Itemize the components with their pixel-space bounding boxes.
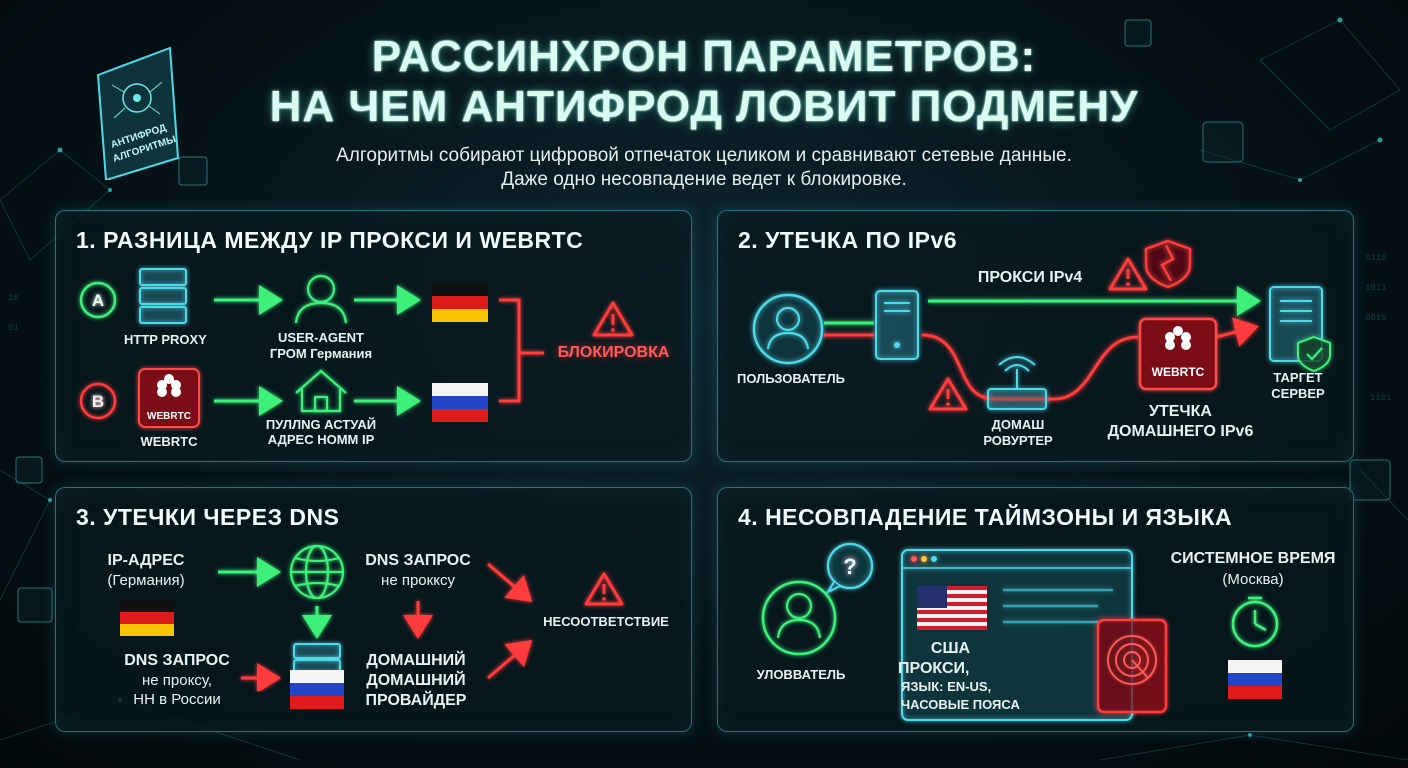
warning-icon	[928, 377, 968, 411]
system-time-label-l1: СИСТЕМНОЕ ВРЕМЯ	[1170, 550, 1336, 567]
dns2-label-l2: не проксу,	[142, 672, 212, 689]
router-label-l2: РОВУРТЕР	[983, 433, 1053, 448]
russia-flag-icon	[1228, 660, 1282, 699]
server-stack-icon	[139, 268, 187, 324]
leak-label-l2: ДОМАШНЕГО IPv6	[1107, 423, 1254, 440]
user-avatar-icon	[761, 580, 837, 656]
row-a-label: A	[92, 291, 104, 310]
panel3-title: 3. УТЕЧКИ ЧЕРЕЗ DNS	[76, 504, 340, 530]
row-b-label: B	[92, 392, 104, 411]
page-title-line1: РАССИНХРОН ПАРАМЕТРОВ:	[371, 32, 1037, 81]
webrtc-logo-icon	[1138, 317, 1218, 391]
warning-icon	[592, 301, 634, 337]
panel2-diagram: WEBRTC	[752, 239, 1331, 411]
user-agent-label-l1: USER-AGENT	[278, 330, 364, 345]
svg-text:0010: 0010	[1365, 313, 1387, 323]
panel-timezone-language-mismatch: 4. НЕСОВПАДЕНИЕ ТАЙМЗОНЫ И ЯЗЫКА ?	[717, 487, 1354, 732]
usa-label-l2: ПРОКСИ,	[898, 660, 970, 677]
proxy-ipv4-label: ПРОКСИ IPv4	[977, 269, 1083, 286]
home-label-l3: ПРОВАЙДЕР	[365, 692, 467, 709]
user-label: ПОЛЬЗОВАТЕЛЬ	[737, 371, 845, 386]
svg-text:1101: 1101	[1370, 393, 1392, 403]
clock-icon	[1231, 596, 1279, 648]
svg-text:0110: 0110	[1365, 253, 1387, 263]
webrtc-logo-icon	[138, 368, 200, 428]
user-icon	[294, 274, 348, 324]
warning-icon	[1108, 257, 1148, 291]
usa-label-l3: ЯЗЫК: EN-US,	[901, 679, 992, 694]
subtitle-line1: Алгоритмы собирают цифровой отпечаток це…	[336, 145, 1072, 166]
subtitle-line2: Даже одно несовпадение ведет к блокировк…	[501, 169, 907, 190]
question-bubble-icon: ?	[825, 542, 874, 595]
panel1-diagram: A B WEBRTC	[79, 268, 634, 428]
panel-dns-leaks: 3. УТЕЧКИ ЧЕРЕЗ DNS	[55, 487, 692, 732]
system-time-label-l2: (Москва)	[1222, 571, 1284, 588]
dns-request-label-l2: не прокксу	[381, 572, 455, 589]
block-label: БЛОКИРОВКА	[557, 344, 670, 361]
home-label-l1: ДОМАШНИЙ	[366, 652, 466, 669]
router-label-l1: ДОМАШ	[991, 417, 1045, 432]
dns-server-icon	[293, 643, 341, 673]
home-icon	[295, 369, 347, 413]
shield-check-icon	[1297, 335, 1331, 373]
svg-text:1011: 1011	[1365, 283, 1387, 293]
user-agent-label-l2: ГРОМ Германия	[269, 346, 373, 361]
mismatch-label: НЕСООТВЕТСТВИЕ	[543, 614, 669, 629]
row-a-circle	[79, 281, 117, 319]
usa-label-l1: США	[930, 640, 971, 657]
panel1-title: 1. РАЗНИЦА МЕЖДУ IP ПРОКСИ И WEBRTC	[76, 227, 584, 253]
dns-request-label-l1: DNS ЗАПРОС	[365, 552, 471, 569]
svg-text:10: 10	[8, 293, 19, 303]
webrtc-logo-shape	[157, 374, 181, 397]
user-label: УЛОВВАТЕЛЬ	[756, 667, 846, 682]
webrtc-icon-text: WEBRTC	[147, 411, 191, 422]
target-label-l1: ТАРГЕТ	[1273, 370, 1323, 385]
russia-flag-icon	[290, 670, 344, 709]
warning-icon	[584, 572, 624, 606]
row-b-circle	[79, 382, 117, 420]
panel4-diagram: ?	[761, 542, 1282, 721]
page-title-line2: НА ЧЕМ АНТИФРОД ЛОВИТ ПОДМЕНУ	[269, 82, 1139, 131]
germany-flag-icon	[120, 600, 174, 636]
dns2-label-l3: НН в России	[133, 691, 221, 708]
svg-text:01: 01	[8, 323, 19, 333]
pull-label-l2: АДРЕС НОММ IP	[267, 432, 375, 447]
panel2-title: 2. УТЕЧКА ПО IPv6	[738, 227, 958, 253]
dns2-label-l1: DNS ЗАПРОС	[124, 652, 230, 669]
antifraud-algorithms-badge: АНТИФРОД АЛГОРИТМЫ	[96, 46, 180, 180]
svg-text:?: ?	[843, 554, 856, 579]
webrtc-box-text: WEBRTC	[1152, 365, 1205, 379]
webrtc-label: WEBRTC	[140, 434, 198, 449]
globe-icon	[289, 544, 345, 600]
russia-flag-icon	[432, 383, 488, 422]
panel-ip-webrtc-difference: 1. РАЗНИЦА МЕЖДУ IP ПРОКСИ И WEBRTC A B	[55, 210, 692, 462]
usa-flag-icon	[917, 586, 987, 630]
computer-tower-icon	[875, 290, 919, 360]
http-proxy-label: HTTP PROXY	[124, 332, 207, 347]
home-label-l2: ДОМАШНИЙ	[366, 672, 466, 689]
leak-label-l1: УТЕЧКА	[1149, 403, 1212, 420]
usa-label-l4: ЧАСОВЫЕ ПОЯСА	[901, 697, 1020, 712]
germany-flag-icon	[432, 283, 488, 322]
router-icon	[987, 388, 1047, 410]
panel4-title: 4. НЕСОВПАДЕНИЕ ТАЙМЗОНЫ И ЯЗЫКА	[738, 504, 1233, 530]
broken-shield-icon	[1144, 239, 1192, 289]
target-label-l2: СЕРВЕР	[1271, 386, 1325, 401]
panel-ipv6-leak: 2. УТЕЧКА ПО IPv6	[717, 210, 1354, 462]
pull-label-l1: ПУЛЛNG АСТУАЙ	[265, 417, 377, 432]
panel3-diagram	[120, 544, 624, 709]
ip-label-l1: IP-АДРЕС	[107, 552, 185, 569]
ip-label-l2: (Германия)	[107, 572, 185, 589]
